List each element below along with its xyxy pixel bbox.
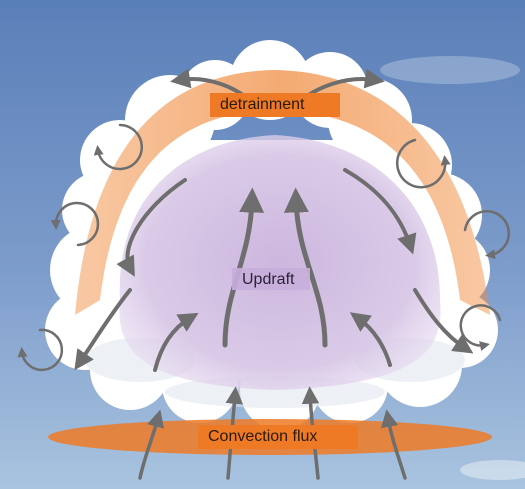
convection-flux-label-box (198, 425, 358, 449)
detrainment-label: detrainment (220, 96, 305, 113)
eddy-icon (50, 201, 100, 247)
eddy-icon (93, 123, 144, 171)
detrainment-band (75, 70, 490, 315)
eddy-icon (463, 209, 511, 260)
convection-flux-label: Convection flux (208, 428, 318, 445)
entrainment-arrows (153, 312, 392, 372)
detrainment-label-box (210, 93, 340, 117)
eddy-icons (17, 123, 511, 372)
eddy-icon (17, 328, 64, 372)
eddy-icon (395, 138, 451, 189)
updraft-label: Updraft (242, 271, 295, 288)
updraft-label-box (232, 268, 310, 290)
wispy-cloud (460, 460, 525, 480)
eddy-icon (459, 304, 502, 351)
outflow-arrows (74, 168, 474, 371)
wispy-cloud (380, 56, 520, 84)
